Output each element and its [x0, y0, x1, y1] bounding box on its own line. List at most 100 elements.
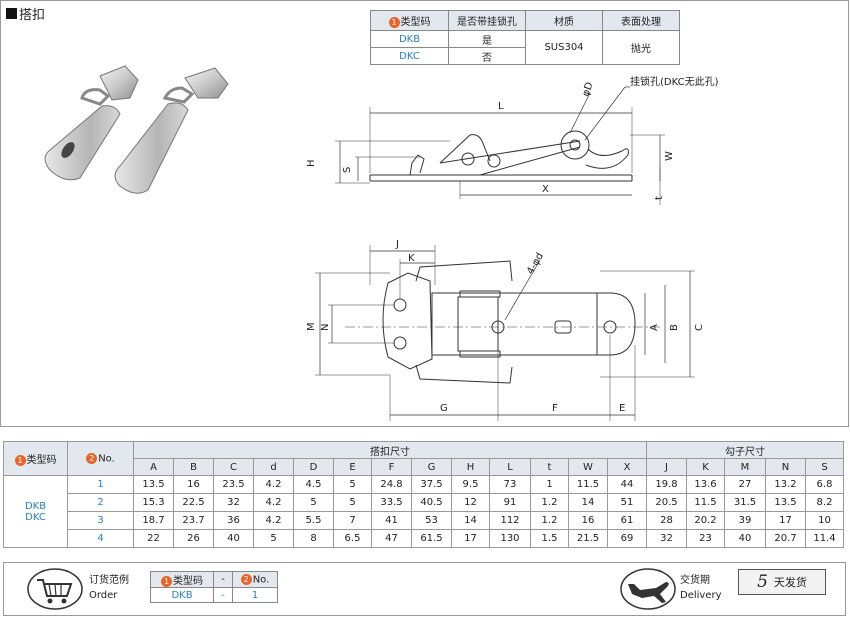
dims-cell-N: 13.2 — [765, 475, 806, 494]
dims-cell-M: 27 — [724, 475, 766, 494]
spec-code-dkb[interactable]: DKB — [370, 30, 449, 48]
dims-cell-A: 15.3 — [133, 493, 174, 512]
order-bar — [3, 562, 846, 616]
dim-label-M: M — [306, 322, 317, 331]
dims-cell-L: 91 — [489, 493, 531, 512]
dims-no-cell[interactable]: 4 — [67, 529, 134, 548]
dims-cell-E: 6.5 — [333, 529, 372, 548]
dims-cell-S: 11.4 — [805, 529, 844, 548]
dims-col-E: E — [333, 458, 372, 476]
dims-cell-C: 23.5 — [213, 475, 254, 494]
dims-cell-J: 32 — [646, 529, 687, 548]
dims-cell-E: 5 — [333, 475, 372, 494]
dims-cell-t: 1 — [530, 475, 569, 494]
delivery-days-box: 5 天发货 — [738, 569, 826, 595]
delivery-title-en: Delivery — [680, 590, 722, 601]
dims-no-cell[interactable]: 2 — [67, 493, 134, 512]
technical-drawing: L φD 挂锁孔(DKC无此孔) H S W X t J K 4-φd M N … — [306, 75, 719, 421]
dims-cell-G: 61.5 — [411, 529, 452, 548]
dims-cell-M: 40 — [724, 529, 766, 548]
dims-cell-L: 130 — [489, 529, 531, 548]
dims-group-hook: 勾子尺寸 — [646, 441, 844, 459]
dim-label-H: H — [306, 159, 317, 167]
dims-type-dkc[interactable]: DKC — [25, 511, 46, 523]
product-photo — [44, 65, 229, 194]
dims-cell-M: 31.5 — [724, 493, 766, 512]
dims-cell-H: 17 — [451, 529, 490, 548]
order-title-en: Order — [89, 590, 118, 601]
dims-col-J: J — [646, 458, 687, 476]
dims-cell-B: 22.5 — [173, 493, 214, 512]
dims-cell-J: 20.5 — [646, 493, 687, 512]
dim-label-C: C — [694, 324, 705, 331]
dim-label-L: L — [498, 101, 504, 112]
dims-cell-G: 37.5 — [411, 475, 452, 494]
dims-col-d: d — [253, 458, 294, 476]
dims-cell-C: 40 — [213, 529, 254, 548]
dims-cell-D: 5 — [293, 493, 334, 512]
dims-col-A: A — [133, 458, 174, 476]
order-example-no[interactable]: 1 — [232, 587, 278, 603]
dims-cell-D: 4.5 — [293, 475, 334, 494]
product-panel — [0, 0, 849, 427]
dims-col-N: N — [765, 458, 806, 476]
dims-cell-E: 5 — [333, 493, 372, 512]
spec-header-material: 材质 — [525, 10, 603, 31]
dim-label-4phid: 4-φd — [525, 251, 546, 276]
dims-cell-W: 21.5 — [568, 529, 608, 548]
dim-label-W: W — [664, 151, 675, 161]
dims-cell-S: 6.8 — [805, 475, 844, 494]
badge-2-icon: 2 — [240, 573, 252, 585]
dims-cell-A: 18.7 — [133, 511, 174, 530]
dims-cell-D: 8 — [293, 529, 334, 548]
title-square-icon — [6, 8, 17, 19]
order-title-cn: 订货范例 — [89, 575, 129, 586]
dims-cell-B: 23.7 — [173, 511, 214, 530]
spec-header-lockhole: 是否带挂锁孔 — [448, 10, 526, 31]
dims-cell-t: 1.5 — [530, 529, 569, 548]
dims-cell-N: 17 — [765, 511, 806, 530]
dims-cell-t: 1.2 — [530, 511, 569, 530]
dims-col-B: B — [173, 458, 214, 476]
spec-lockhole-dkc: 否 — [448, 47, 526, 65]
dims-group-latch: 搭扣尺寸 — [133, 441, 647, 459]
dims-col-G: G — [411, 458, 452, 476]
spec-code-dkc[interactable]: DKC — [370, 47, 449, 65]
dims-cell-D: 5.5 — [293, 511, 334, 530]
dims-no-cell[interactable]: 3 — [67, 511, 134, 530]
dims-col-C: C — [213, 458, 254, 476]
dims-cell-d: 4.2 — [253, 475, 294, 494]
dims-cell-d: 4.2 — [253, 511, 294, 530]
dim-label-F: F — [552, 403, 558, 414]
dims-col-S: S — [805, 458, 844, 476]
dims-cell-C: 32 — [213, 493, 254, 512]
dims-col-M: M — [724, 458, 766, 476]
dims-cell-S: 10 — [805, 511, 844, 530]
dims-cell-X: 69 — [607, 529, 647, 548]
dims-cell-X: 51 — [607, 493, 647, 512]
delivery-days-number: 5 — [757, 572, 768, 592]
dims-type-dkb[interactable]: DKB — [24, 500, 47, 512]
dims-cell-H: 14 — [451, 511, 490, 530]
dims-cell-N: 20.7 — [765, 529, 806, 548]
dims-cell-J: 28 — [646, 511, 687, 530]
badge-2-icon: 2 — [86, 452, 98, 464]
order-example-type[interactable]: DKB — [150, 587, 214, 603]
badge-1-icon: 1 — [388, 16, 400, 28]
dims-cell-F: 24.8 — [371, 475, 412, 494]
dims-no-cell[interactable]: 1 — [67, 475, 134, 494]
dims-col-t: t — [530, 458, 569, 476]
dim-label-S: S — [342, 167, 353, 173]
dim-label-G: G — [440, 403, 448, 414]
order-sep: - — [213, 571, 233, 588]
dim-label-B: B — [669, 324, 680, 331]
